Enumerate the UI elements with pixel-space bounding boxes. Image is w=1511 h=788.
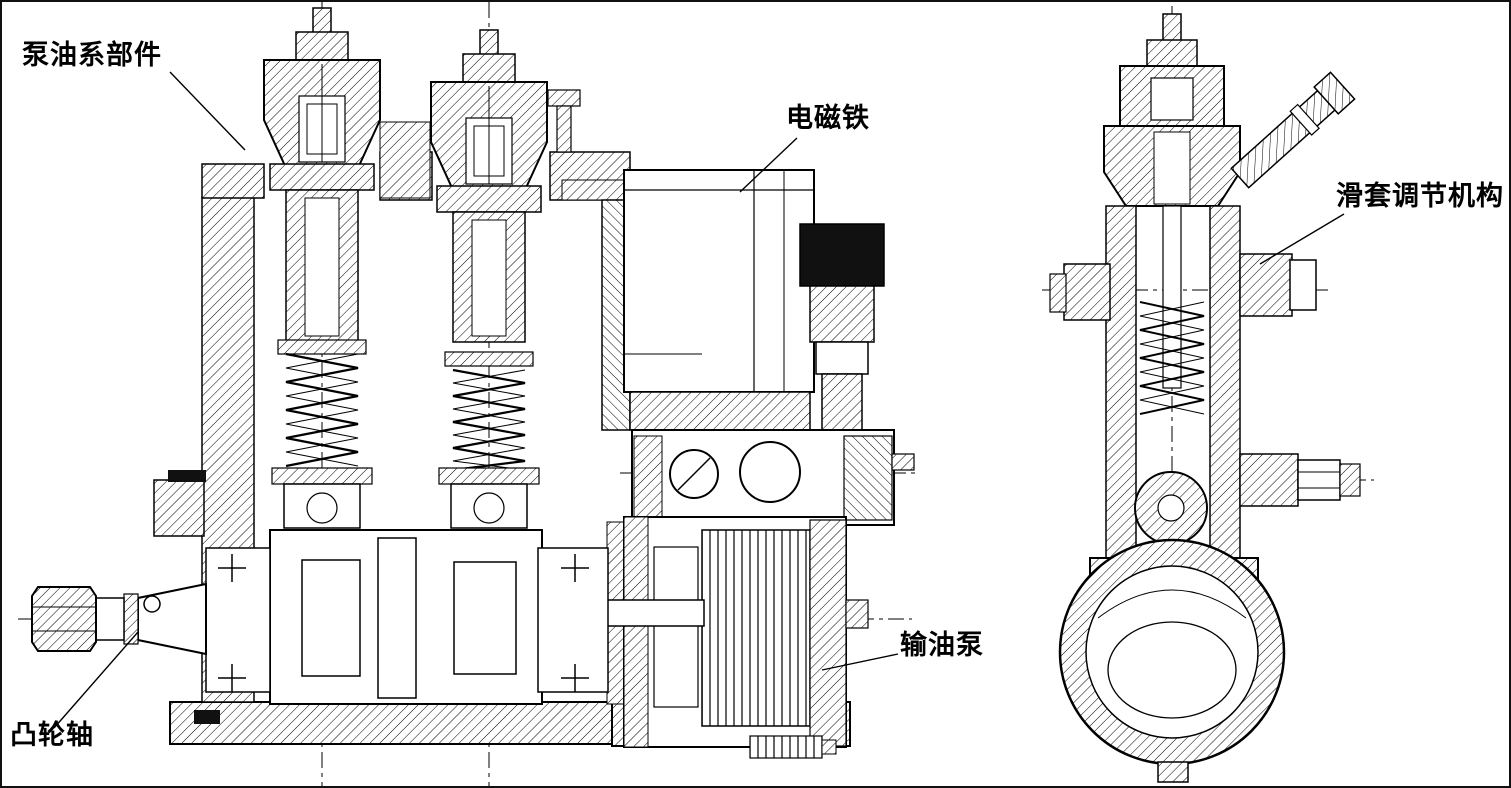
leader-sleeve-adjuster: [1259, 213, 1345, 265]
pump-element-1: [263, 7, 381, 529]
transfer-pump-block: [575, 516, 869, 759]
left-boss: [1049, 263, 1111, 321]
center-marks: [218, 554, 589, 692]
solenoid-connector: [799, 223, 885, 287]
diagonal-fitting: [1230, 71, 1356, 189]
roller-follower-1: [306, 492, 338, 524]
leader-camshaft: [53, 631, 139, 729]
leader-transfer-pump: [821, 653, 899, 671]
port-circle-1: [669, 449, 719, 499]
label-sleeve-adjuster: 滑套调节机构: [1336, 181, 1504, 211]
leader-pump-elements: [169, 71, 246, 151]
label-solenoid: 电磁铁: [786, 103, 870, 133]
label-transfer-pump: 输油泵: [900, 630, 984, 660]
front-section-view: [18, 2, 917, 786]
lower-right-fitting: [1239, 453, 1361, 507]
label-pump-elements: 泵油系部件: [22, 40, 162, 70]
cam-profile: [1107, 621, 1237, 719]
cam-lobe-2: [377, 537, 417, 699]
camshaft-nut: [31, 586, 97, 652]
label-camshaft: 凸轮轴: [10, 720, 94, 750]
housing-stud: [547, 89, 581, 153]
bearing-right: [537, 547, 609, 693]
plunger-spring-2: [452, 368, 526, 472]
pump-element-2: [430, 29, 548, 529]
leader-lines: [53, 71, 1345, 729]
side-section-view: [1042, 6, 1374, 786]
roller-follower-2: [473, 492, 505, 524]
side-body: [1089, 205, 1259, 593]
key-detail: [143, 595, 161, 613]
side-spring: [1139, 301, 1205, 415]
solenoid-block: [623, 169, 885, 431]
cam-chamber: [1058, 538, 1286, 783]
sleeve-adjuster-boss: [1239, 253, 1317, 317]
pump-plates: [701, 529, 811, 727]
plunger-spring-1: [285, 352, 359, 468]
leader-solenoid: [739, 137, 798, 193]
bearing-left: [205, 547, 271, 693]
camshaft-chamber: [205, 529, 609, 705]
port-circle-2: [739, 441, 801, 503]
cam-lobe-3: [453, 561, 517, 675]
valve-body: [631, 429, 915, 526]
cam-lobe-1: [301, 559, 361, 677]
side-pump-element: [1103, 13, 1241, 207]
camshaft-end: [31, 582, 207, 656]
